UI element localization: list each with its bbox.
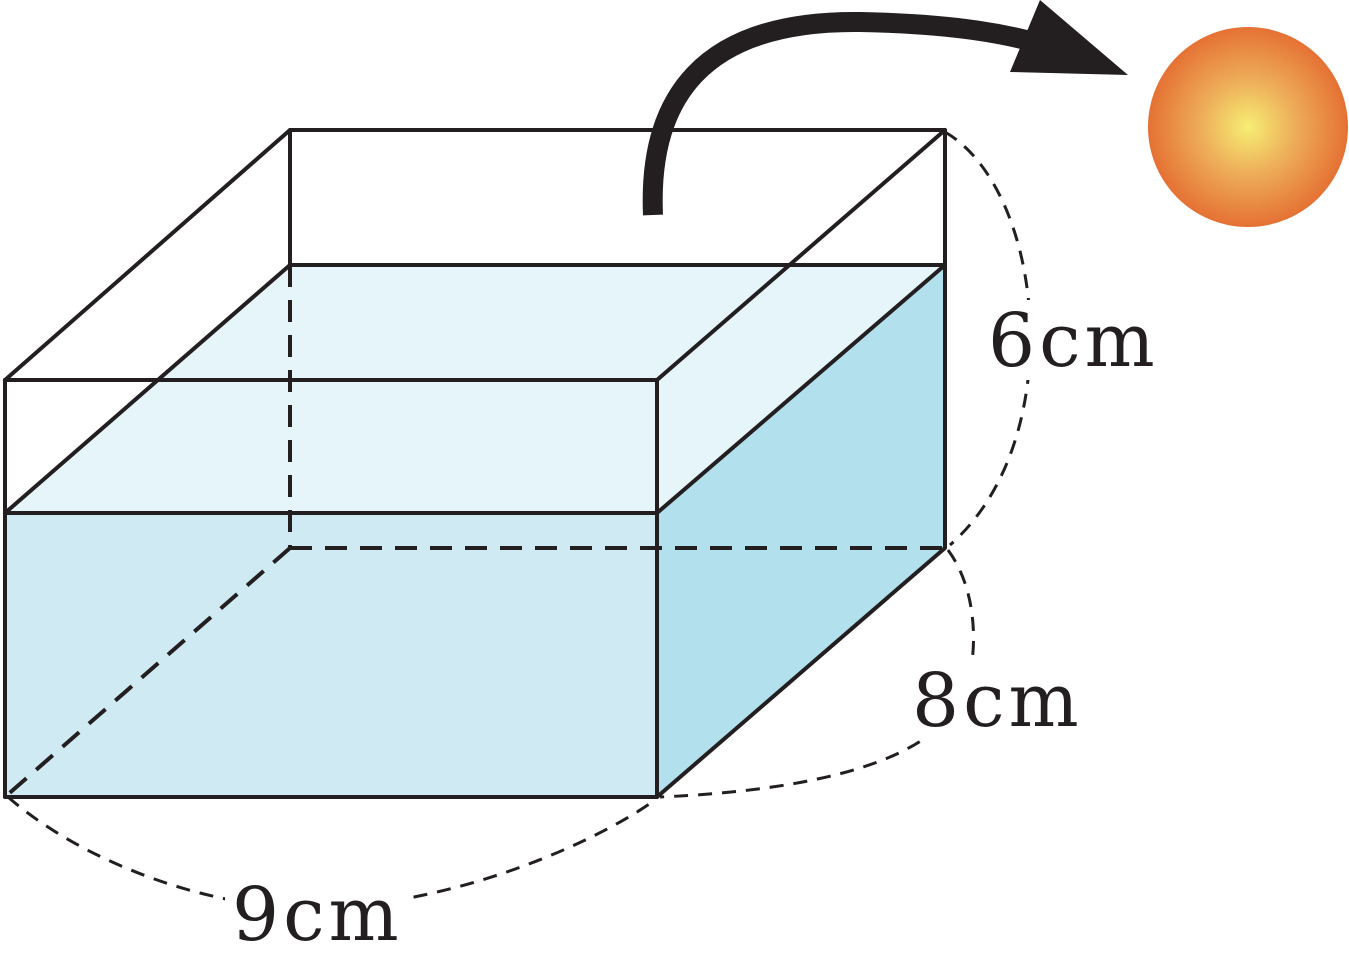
water-surface [5,265,945,513]
arrow-head [1010,0,1128,75]
hidden-edges [3,265,945,799]
depth-label-bg [905,660,1085,740]
top-right-edge [655,128,947,382]
arrow-shaft [642,11,1048,216]
curved-arrow-icon [642,0,1128,216]
ball-icon [1148,27,1348,227]
height-label-bg [980,300,1160,380]
water [5,265,945,797]
hidden-edge-left-bottom [3,546,292,799]
tank-edges [3,128,947,799]
water-side-face [657,265,945,797]
depth-label: 8cm [912,658,1083,744]
height-label: 6cm [988,298,1159,384]
height-dimension-arc [944,130,1032,547]
water-front-face [5,513,657,797]
width-label: 9cm [232,872,403,958]
water-line [3,263,947,515]
width-label-bg [225,870,405,950]
